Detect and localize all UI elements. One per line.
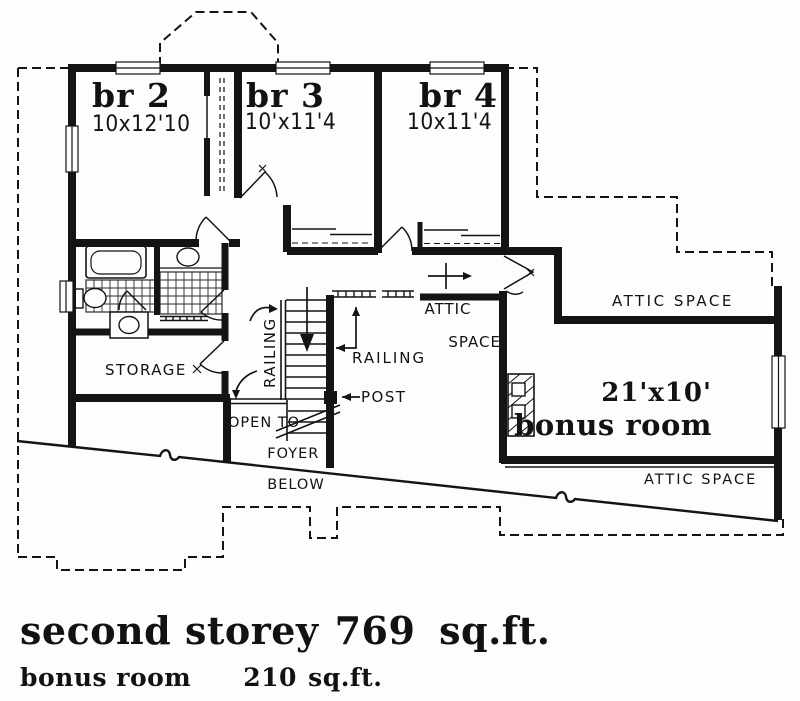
landing-railing — [227, 398, 287, 405]
bonus-room-dims: 21'x10' — [601, 378, 712, 408]
railing-label-stairs: RAILING — [261, 317, 279, 388]
storey-area-value: 769 sq.ft. — [334, 608, 551, 653]
room-label-br2: br 2 — [92, 76, 171, 115]
post-label: POST — [361, 388, 407, 406]
open-to-foyer-label: OPEN TO FOYER BELOW — [228, 415, 325, 493]
thin-wall-lines — [206, 96, 778, 468]
window — [65, 125, 79, 173]
window — [275, 61, 331, 75]
bonus-room-label-block: 21'x10' bonus room — [480, 378, 712, 442]
bathroom-fixtures — [72, 245, 222, 339]
attic-space-label-lower-right: ATTIC SPACE — [644, 472, 758, 488]
door-latch-mark — [258, 164, 267, 173]
bonus-room-area-text: bonus room 210 sq.ft. — [20, 663, 382, 692]
second-storey-area-text: second storey 769 sq.ft. — [20, 608, 550, 653]
br3-door — [239, 171, 278, 199]
roof-outline-dashed — [17, 11, 784, 571]
railing-label-landing: RAILING — [352, 349, 427, 367]
bonus-label: bonus room — [20, 663, 192, 692]
attic-access-arrow — [428, 263, 464, 289]
railing-curved-arrow — [235, 370, 258, 392]
sink — [176, 247, 200, 267]
storey-label: second storey — [20, 608, 319, 653]
bay-window-roof-dashed — [159, 11, 279, 66]
attic-space-label-upper-right: ATTIC SPACE — [612, 292, 734, 310]
window — [59, 280, 74, 313]
bath-door-2 — [200, 289, 225, 321]
window — [429, 61, 485, 75]
sink — [118, 315, 140, 335]
storage-door — [199, 340, 225, 374]
bonus-area-value: 210 sq.ft. — [243, 663, 383, 692]
room-dims-br4: 10x11'4 — [407, 110, 493, 135]
walls — [68, 64, 782, 520]
post-symbol — [324, 391, 337, 404]
room-dims-br2: 10x12'10 — [92, 112, 191, 137]
railing-curved-arrow — [249, 306, 272, 322]
room-dims-br3: 10'x11'4 — [245, 110, 337, 135]
toilet-bowl — [83, 287, 107, 309]
br4-door — [377, 226, 413, 252]
br2-closet-bypass-doors — [219, 78, 225, 192]
annotation-arrows — [232, 263, 472, 401]
bonus-room-door — [503, 255, 535, 295]
roof-diagonal-line — [16, 439, 779, 523]
room-label-br3: br 3 — [246, 76, 325, 115]
br4-closet-doors — [424, 229, 500, 237]
br3-closet-doors — [292, 228, 372, 236]
closet-doors — [219, 78, 500, 245]
window — [771, 355, 786, 429]
chimney — [507, 373, 535, 437]
railing-leader-arrow — [336, 307, 357, 349]
stair-west-railing — [280, 300, 287, 400]
door-latch-mark — [192, 364, 202, 374]
bath-door-1 — [118, 290, 147, 311]
br2-door — [195, 216, 232, 243]
storage-label: STORAGE — [105, 361, 187, 379]
hall-railing — [160, 290, 414, 322]
room-label-br4: br 4 — [419, 76, 498, 115]
window — [115, 61, 161, 75]
bonus-room-name: bonus room — [514, 408, 712, 442]
attic-space-label-middle: ATTIC SPACE — [424, 300, 501, 351]
door-latch-mark — [526, 268, 535, 277]
windows — [59, 61, 786, 429]
